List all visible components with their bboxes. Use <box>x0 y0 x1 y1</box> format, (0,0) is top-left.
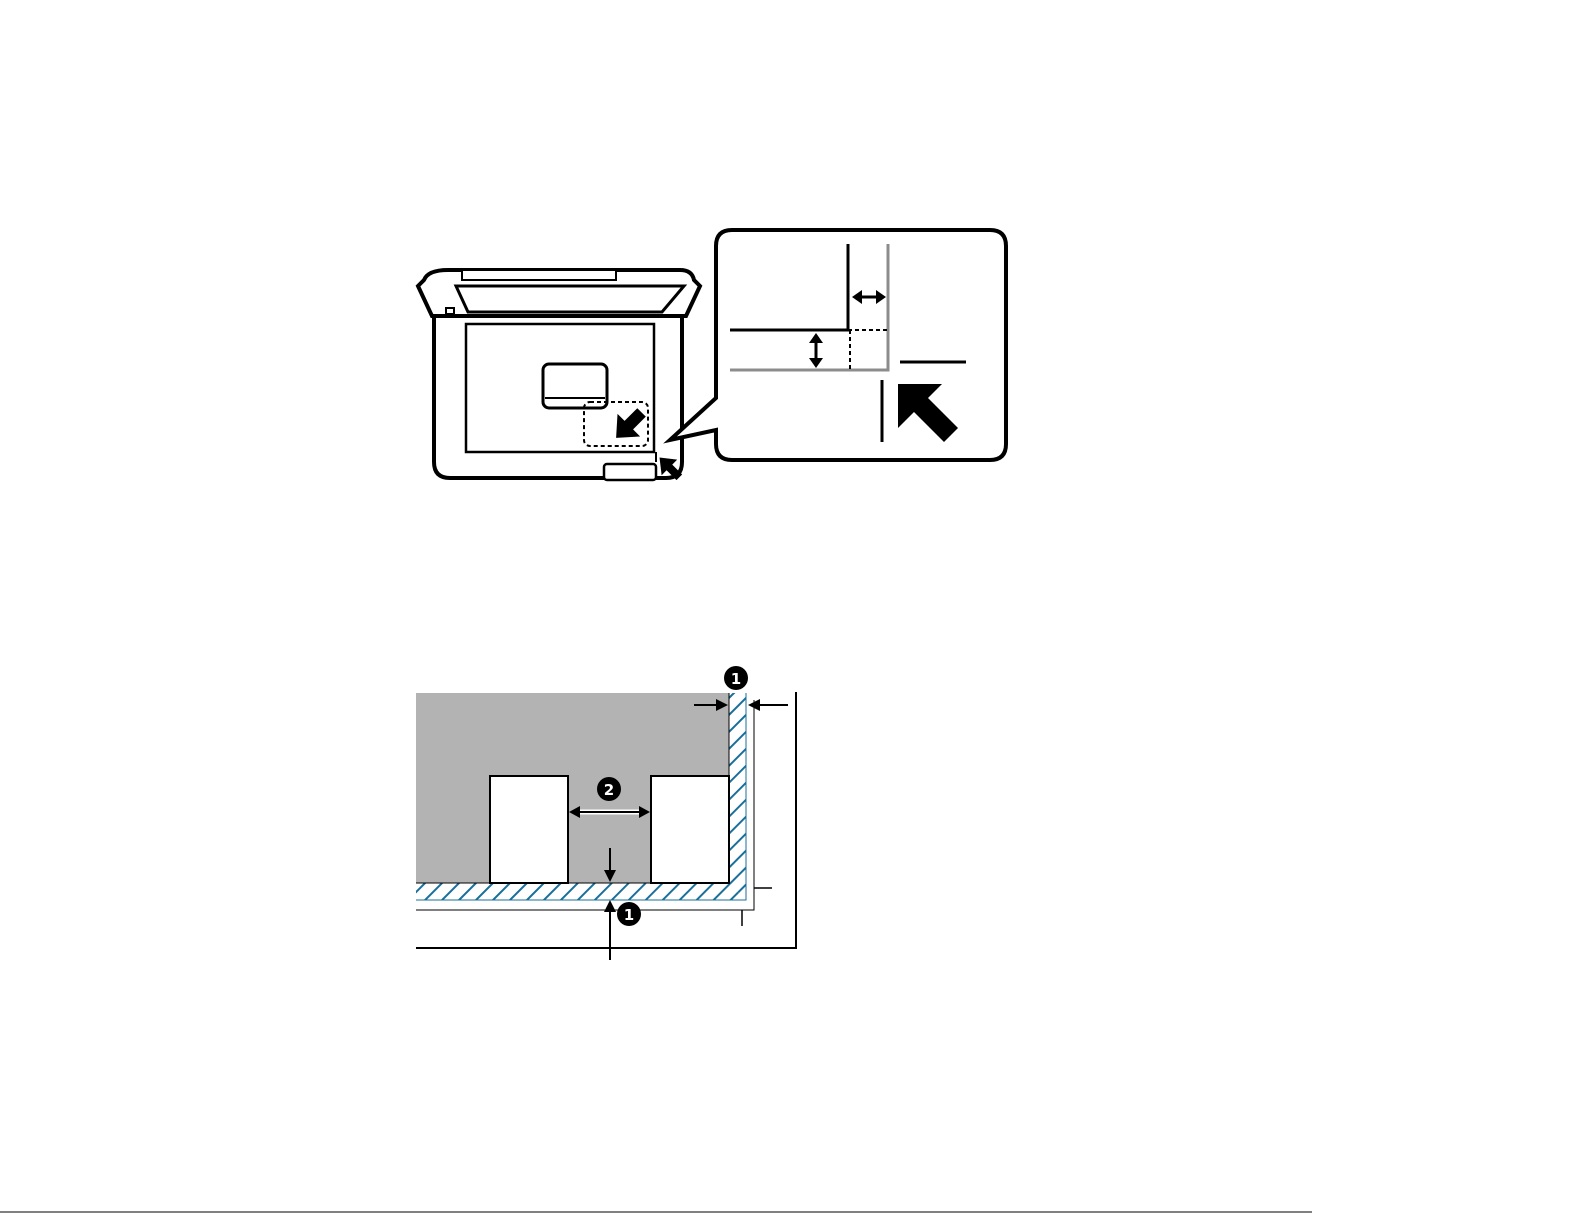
scanner-lid <box>418 270 700 316</box>
photo-left <box>490 776 568 883</box>
multi-photo-placement-diagram: 1 2 1 <box>416 666 796 960</box>
callout-1-bottom: 1 <box>617 902 641 926</box>
margin-strip-right <box>729 693 746 900</box>
callout-1-top: 1 <box>724 666 748 690</box>
callout-2: 2 <box>597 777 621 801</box>
photo-right <box>651 776 729 883</box>
magnified-corner-callout <box>670 230 1006 460</box>
callout-2-label: 2 <box>604 781 614 799</box>
callout-1-top-label: 1 <box>731 670 741 688</box>
callout-1-bottom-label: 1 <box>624 906 634 924</box>
scanner-diagram <box>418 230 1006 485</box>
scanner-front-slot <box>604 464 656 480</box>
margin-strip-bottom <box>416 883 746 900</box>
